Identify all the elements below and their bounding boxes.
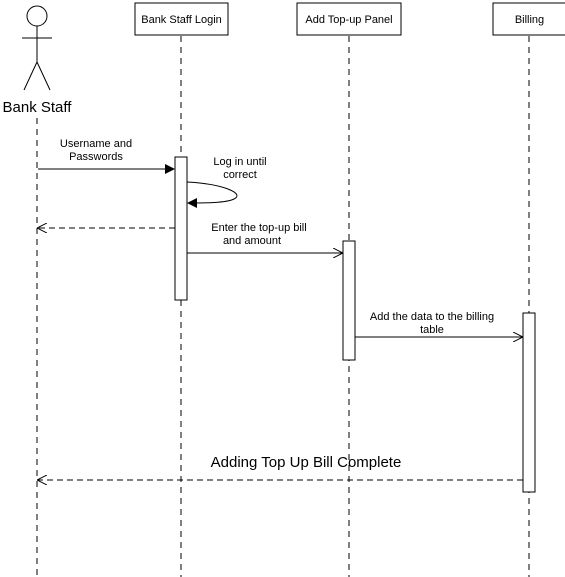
message-label-line2: and amount: [223, 235, 281, 247]
message-arrow: [186, 181, 238, 208]
participant-topup: Add Top-up Panel: [296, 2, 402, 36]
activation-topup: [342, 240, 356, 361]
participant-box: [296, 2, 402, 36]
participant-box: [492, 2, 565, 36]
actor-head: [26, 5, 48, 27]
message-enter-bill: Enter the top-up bill and amount: [187, 222, 342, 253]
actor-leg-left: [23, 61, 38, 91]
message-login-loop: Log in until correct: [186, 156, 267, 208]
participant-label: Add Top-up Panel: [305, 14, 392, 26]
message-add-billing: Add the data to the billing table: [355, 311, 522, 337]
message-label-line1: Adding Top Up Bill Complete: [211, 454, 402, 471]
participant-billing: Billing: [492, 2, 565, 36]
activation-billing: [522, 312, 536, 493]
participant-login: Bank Staff Login: [134, 2, 229, 36]
message-username: Username and Passwords: [38, 138, 175, 174]
participant-box: [134, 2, 229, 36]
message-complete: Adding Top Up Bill Complete: [38, 454, 523, 480]
actor-label: Bank Staff: [3, 99, 73, 116]
participant-label: Billing: [515, 14, 544, 26]
message-label-line1: Add the data to the billing: [370, 311, 494, 323]
message-label-line1: Log in until: [213, 156, 266, 168]
message-label-line1: Username and: [60, 138, 132, 150]
message-label-line2: Passwords: [69, 151, 123, 163]
message-label-line2: correct: [223, 169, 257, 181]
activation-login: [174, 156, 188, 301]
message-label-line2: table: [420, 324, 444, 336]
message-label-line1: Enter the top-up bill: [211, 222, 306, 234]
actor-bank-staff: Bank Staff: [3, 5, 73, 116]
actor-leg-right: [36, 61, 51, 91]
participant-label: Bank Staff Login: [141, 14, 222, 26]
